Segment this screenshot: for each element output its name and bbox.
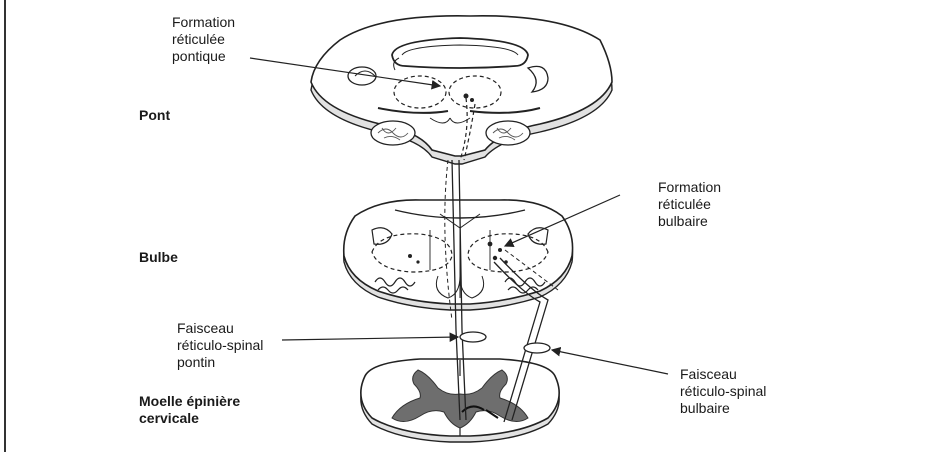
leader-faisceau-pontin — [282, 337, 458, 340]
label-moelle-epiniere-cervicale: Moelle épinière cervicale — [139, 393, 240, 427]
label-formation-reticulee-pontique: Formation réticulée pontique — [172, 14, 235, 65]
bulbar-tract-oval — [524, 343, 550, 353]
label-bulbe: Bulbe — [139, 249, 178, 266]
leader-faisceau-bulbaire — [552, 350, 668, 374]
spinal-cord-section — [361, 359, 559, 442]
pontine-tract-oval — [460, 332, 486, 342]
pons-section-surface — [311, 16, 612, 156]
label-faisceau-reticulo-spinal-bulbaire: Faisceau réticulo-spinal bulbaire — [680, 366, 766, 417]
pons-section — [311, 16, 612, 164]
label-faisceau-reticulo-spinal-pontin: Faisceau réticulo-spinal pontin — [177, 320, 263, 371]
label-formation-reticulee-bulbaire: Formation réticulée bulbaire — [658, 179, 721, 230]
fourth-ventricle — [392, 38, 528, 68]
label-pont: Pont — [139, 107, 170, 124]
